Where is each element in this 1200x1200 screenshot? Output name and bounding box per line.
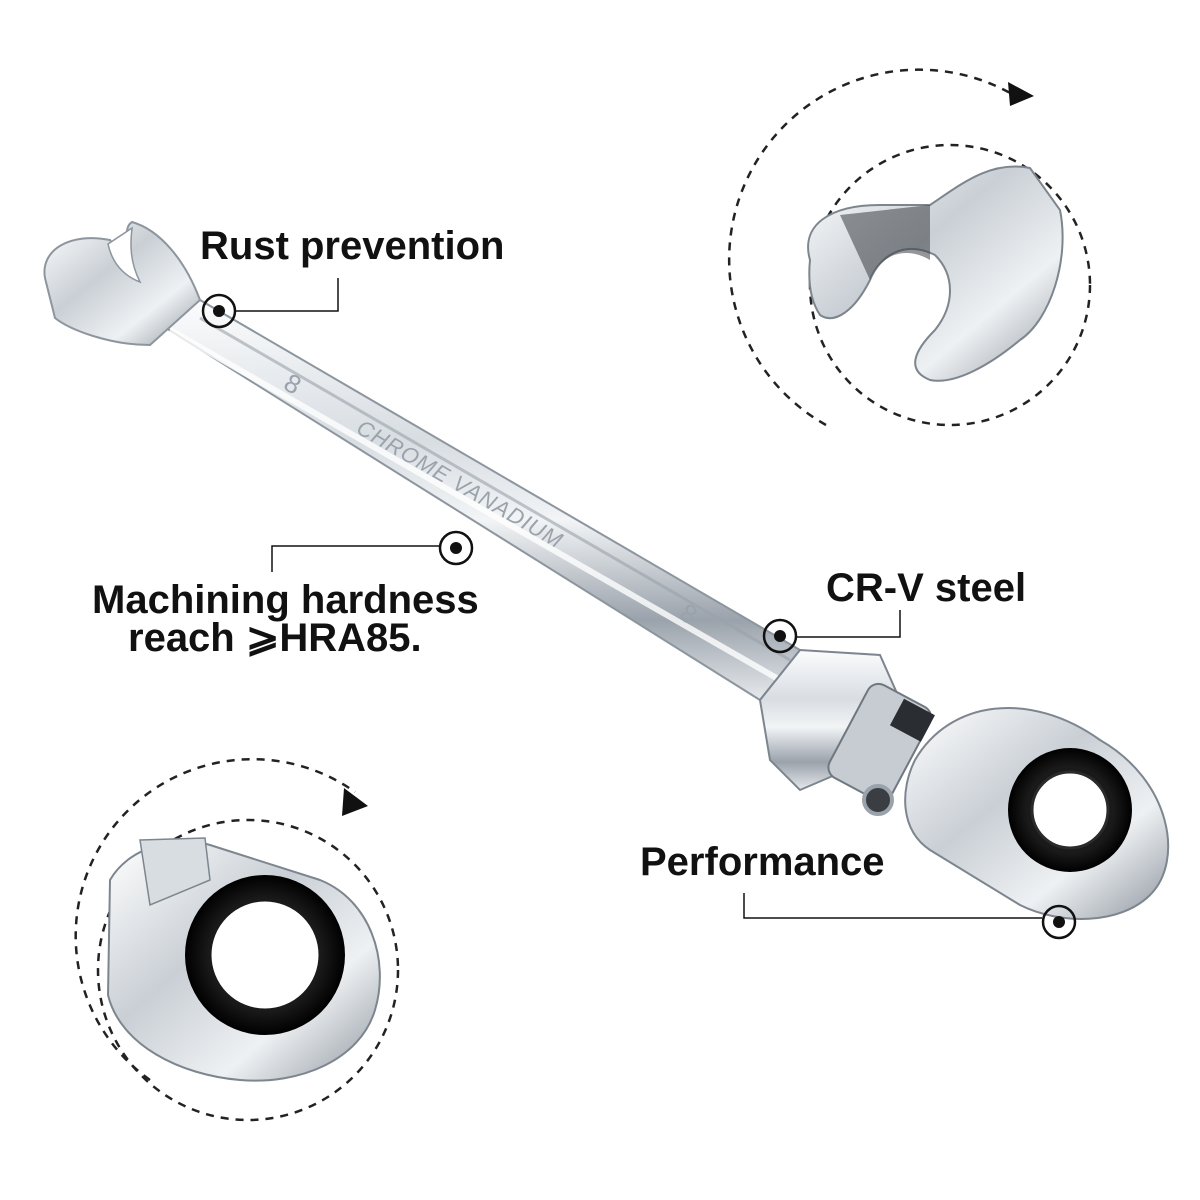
callout-cr-v-steel: CR-V steel [826,566,1027,610]
callout-rust-prevention: Rust prevention [200,224,505,268]
pivot-pin [862,784,894,816]
callout-machining-hardness-line2: reach ⩾HRA85. [128,616,422,660]
callout-crv-leader [762,610,901,654]
callout-performance-leader [743,893,1077,940]
callout-rust-leader [201,278,339,329]
rotate-arrow-icon [1008,82,1034,106]
callout-hardness-leader [271,530,474,572]
detail-open-end [727,68,1092,427]
rotate-arrow-icon-2 [342,788,368,816]
callout-performance: Performance [640,840,885,884]
callout-machining-hardness-line1: Machining hardness [92,578,479,622]
open-end-head [43,220,202,347]
ratchet-head [904,706,1170,920]
detail-ratchet-end [74,757,400,1122]
flex-joint [758,648,935,816]
